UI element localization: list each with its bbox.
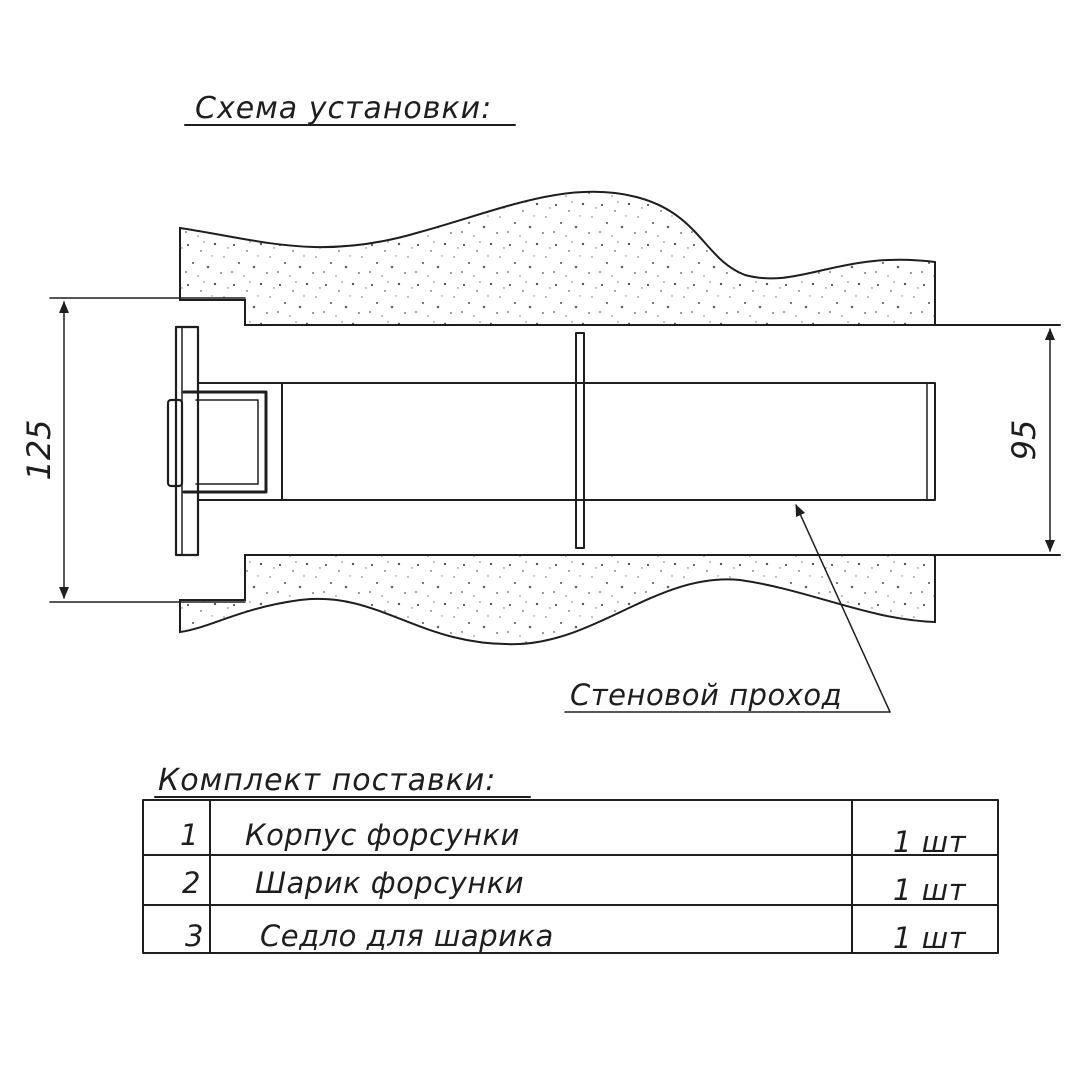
wall-lower — [179, 554, 936, 646]
callout-leader — [795, 504, 891, 713]
kit-row-2-num: 2 — [182, 866, 201, 900]
nozzle-ball — [166, 398, 184, 488]
kit-row-1-name: Корпус форсунки — [245, 818, 520, 852]
callout-label: Стеновой проход — [570, 678, 842, 712]
kit-table-frame — [142, 799, 999, 954]
dim-95-label: 95 — [1005, 420, 1043, 461]
dim-125-label: 125 — [20, 419, 58, 480]
nozzle-flange — [174, 325, 200, 557]
drawing-title: Схема установки: — [195, 91, 492, 126]
wall-upper — [179, 190, 936, 326]
kit-row-3-name: Седло для шарика — [260, 919, 554, 953]
kit-row-1-qty: 1 шт — [893, 825, 967, 859]
kit-row-2-name: Шарик форсунки — [255, 866, 524, 900]
wall-passage-pipe — [281, 382, 936, 501]
kit-title: Комплект поставки: — [158, 763, 496, 798]
kit-table — [142, 799, 999, 954]
ball-seat — [182, 390, 268, 494]
kit-row-2-qty: 1 шт — [893, 873, 967, 907]
kit-row-3-num: 3 — [185, 919, 204, 953]
ball-seat-inner — [195, 399, 259, 485]
kit-row-3-qty: 1 шт — [893, 921, 967, 955]
kit-row-1-num: 1 — [180, 818, 199, 852]
pipe-collar — [575, 332, 585, 549]
